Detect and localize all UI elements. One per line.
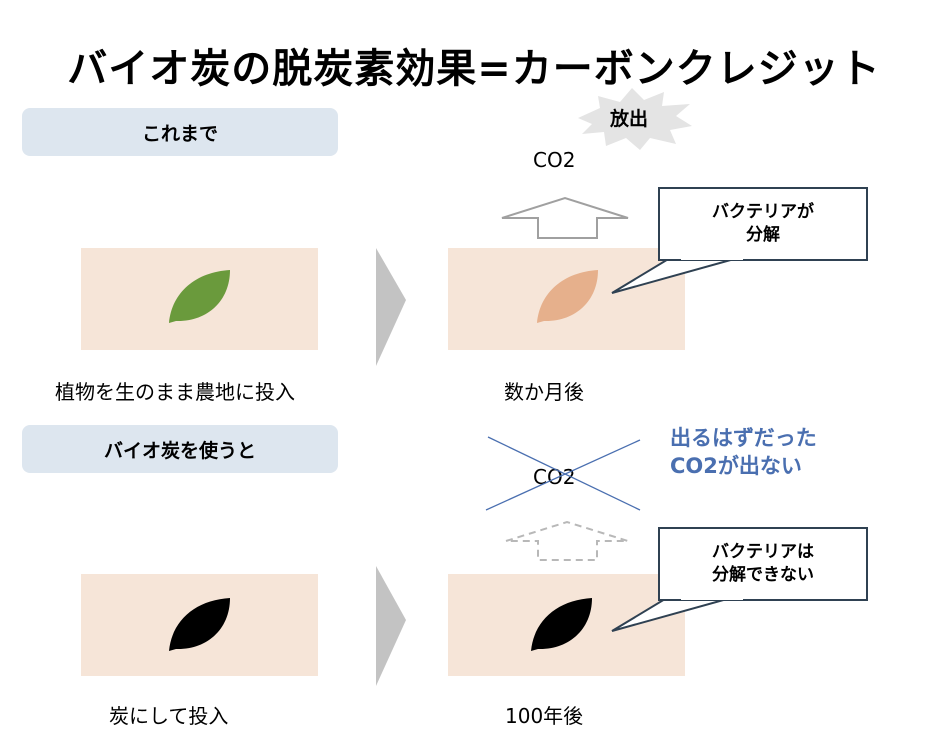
no-emission-note-line2: CO2が出ない: [670, 454, 802, 478]
caption-charcoal: 炭にして投入: [109, 704, 229, 728]
callout-before-line2: 分解: [746, 225, 780, 245]
no-emission-note-line1: 出るはずだった: [670, 426, 817, 450]
co2-label-before: CO2: [533, 148, 576, 172]
section-label-before: これまで: [22, 108, 338, 156]
caption-fresh: 植物を生のまま農地に投入: [55, 380, 295, 404]
co2-label-after: CO2: [533, 465, 576, 489]
soil-box-charcoal-later: [448, 574, 685, 676]
section-label-after: バイオ炭を使うと: [22, 425, 338, 473]
callout-before: バクテリアが 分解: [658, 187, 868, 261]
callout-after-line2: 分解できない: [712, 565, 814, 585]
soil-box-fresh: [81, 248, 318, 350]
soil-box-decayed: [448, 248, 685, 350]
callout-seam-2: [681, 595, 743, 600]
callout-seam: [681, 255, 743, 260]
soil-box-charcoal: [81, 574, 318, 676]
caption-100-years-later: 100年後: [505, 704, 584, 728]
callout-before-line1: バクテリアが: [712, 202, 814, 222]
page-title: バイオ炭の脱炭素効果=カーボンクレジット: [67, 46, 881, 92]
callout-after: バクテリアは 分解できない: [658, 527, 868, 601]
emission-label: 放出: [610, 108, 649, 130]
caption-months-later: 数か月後: [504, 380, 584, 404]
no-emission-note: 出るはずだった CO2が出ない: [670, 424, 817, 480]
callout-after-line1: バクテリアは: [712, 542, 814, 562]
